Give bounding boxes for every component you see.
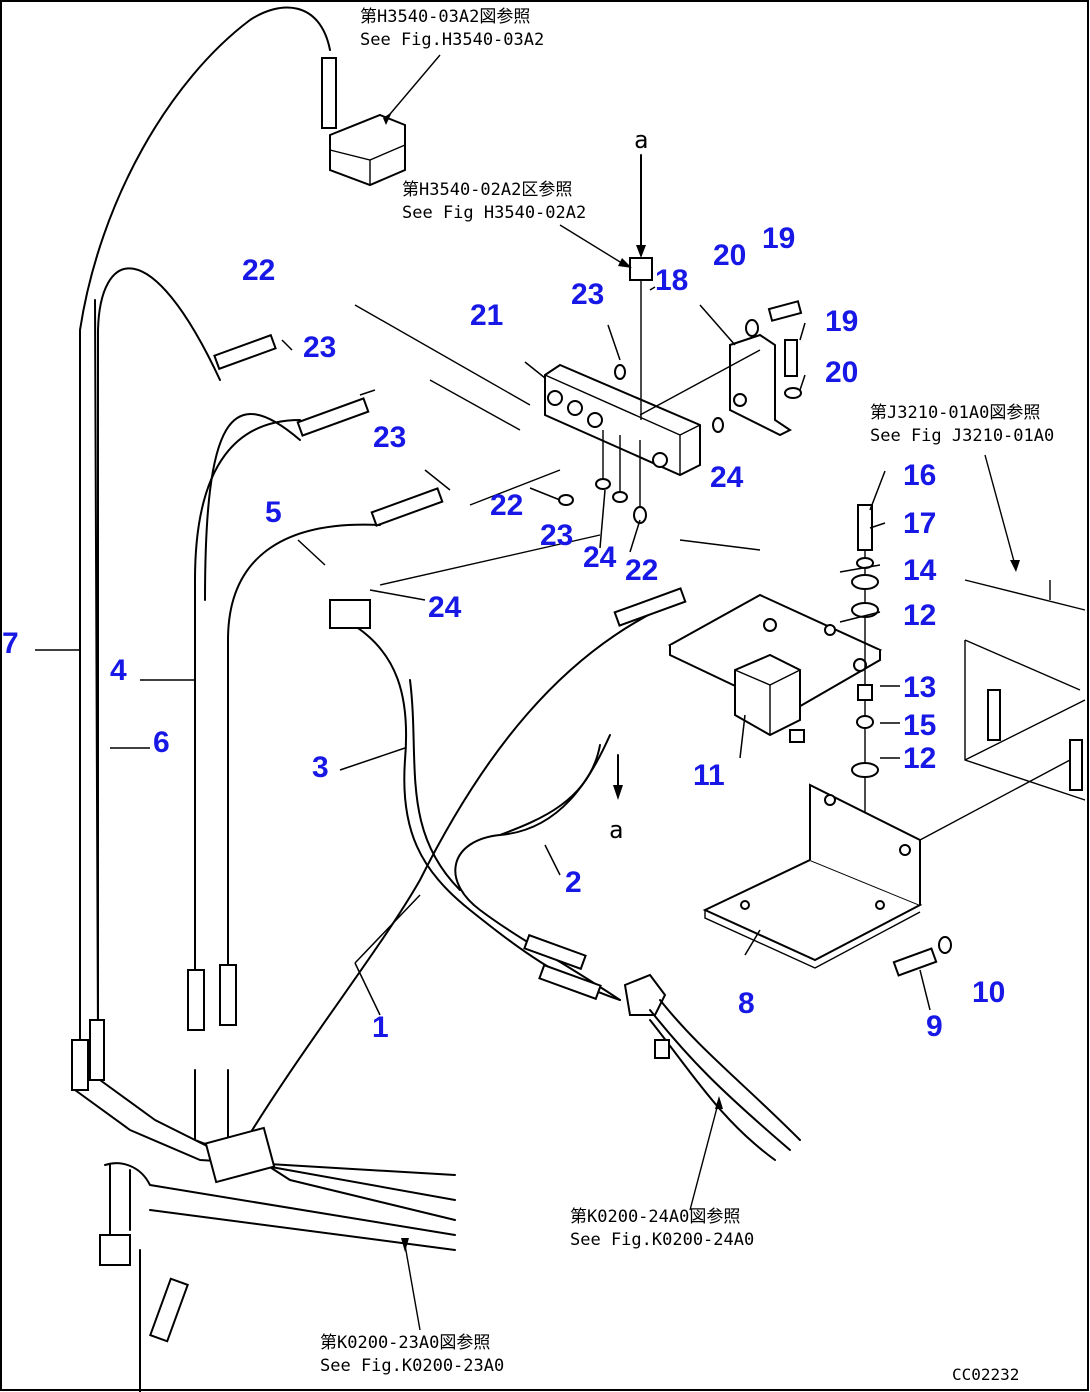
ref-h3540-03a2: 第H3540-03A2図参照 See Fig.H3540-03A2 bbox=[360, 7, 544, 50]
svg-text:第K0200-23A0図参照: 第K0200-23A0図参照 bbox=[320, 1333, 490, 1353]
lower-valve-block bbox=[204, 1126, 276, 1184]
part-label: 23 bbox=[303, 331, 336, 364]
svg-text:See Fig.K0200-24A0: See Fig.K0200-24A0 bbox=[570, 1230, 754, 1250]
lower-fitting-6 bbox=[89, 1019, 105, 1081]
spacer-15 bbox=[856, 715, 874, 729]
part-label: 16 bbox=[903, 459, 936, 492]
part-label: 19 bbox=[825, 305, 858, 338]
spacer-13 bbox=[857, 684, 873, 701]
lower-bottom-fitting bbox=[149, 1277, 189, 1343]
svg-text:第J3210-01A0図参照: 第J3210-01A0図参照 bbox=[870, 403, 1040, 423]
part-label: 4 bbox=[110, 654, 127, 687]
washer-20-upper bbox=[745, 319, 759, 337]
hose-4 bbox=[194, 419, 301, 971]
svg-text:See Fig.H3540-03A2: See Fig.H3540-03A2 bbox=[360, 30, 544, 50]
part-label: 24 bbox=[428, 591, 462, 624]
washer-12-top bbox=[851, 602, 879, 618]
fitting-22-hose bbox=[213, 333, 277, 371]
ref-j3210-01a0: 第J3210-01A0図参照 See Fig J3210-01A0 bbox=[870, 403, 1054, 446]
part-label: 21 bbox=[470, 299, 503, 332]
part-label: 23 bbox=[540, 519, 573, 552]
hose-6 bbox=[97, 267, 221, 1041]
top-fitting bbox=[321, 57, 337, 129]
fitting-22b-hose bbox=[613, 587, 687, 627]
part-label: 20 bbox=[713, 239, 746, 272]
part-label: 22 bbox=[625, 554, 658, 587]
upper-bracket bbox=[729, 333, 792, 437]
part-label: 19 bbox=[762, 222, 795, 255]
part-label: 6 bbox=[153, 726, 170, 759]
fitting-23b-hose bbox=[370, 487, 444, 527]
cab-frame bbox=[919, 579, 1086, 841]
lower-fitting-7 bbox=[71, 1039, 89, 1091]
part-number-labels: 1 2 3 4 5 6 7 8 9 10 11 12 12 13 14 15 1… bbox=[2, 222, 1005, 1044]
svg-text:See Fig.K0200-23A0: See Fig.K0200-23A0 bbox=[320, 1356, 504, 1376]
manifold-block bbox=[544, 363, 701, 477]
fitting-23-hose bbox=[296, 397, 370, 437]
svg-text:See Fig H3540-02A2: See Fig H3540-02A2 bbox=[402, 203, 586, 223]
washer-12-bottom bbox=[851, 762, 879, 778]
lower-valve bbox=[623, 973, 667, 1016]
hose-5 bbox=[227, 523, 381, 966]
part-label: 7 bbox=[2, 627, 19, 660]
hose-1 bbox=[239, 599, 681, 1151]
washer-14 bbox=[851, 574, 879, 590]
part-label: 5 bbox=[265, 496, 282, 529]
part-label: 8 bbox=[738, 987, 755, 1020]
ref-k0200-24a0: 第K0200-24A0図参照 See Fig.K0200-24A0 bbox=[570, 1207, 754, 1250]
part-label: 9 bbox=[926, 1010, 943, 1043]
svg-text:See Fig J3210-01A0: See Fig J3210-01A0 bbox=[870, 426, 1054, 446]
bolt-9 bbox=[892, 947, 938, 977]
ref-k0200-23a0: 第K0200-23A0図参照 See Fig.K0200-23A0 bbox=[320, 1333, 504, 1376]
hose-fitting-lower-2 bbox=[538, 963, 602, 1001]
part-label: 18 bbox=[655, 264, 688, 297]
part-label: 22 bbox=[242, 254, 275, 287]
part-label: 1 bbox=[372, 1011, 389, 1044]
part-label: 23 bbox=[373, 421, 406, 454]
bolt-19-upper bbox=[767, 300, 803, 322]
part-label: 15 bbox=[903, 709, 936, 742]
view-mark-a-top: a bbox=[634, 126, 648, 154]
part-label: 14 bbox=[903, 554, 937, 587]
part-label: 20 bbox=[825, 356, 858, 389]
part-label: 11 bbox=[693, 759, 725, 792]
part-label: 17 bbox=[903, 507, 936, 540]
lower-fitting-5 bbox=[219, 964, 237, 1026]
hose-3 bbox=[344, 619, 621, 1001]
part-label: 24 bbox=[710, 461, 744, 494]
view-mark-a-bottom: a bbox=[609, 816, 623, 844]
part-label: 12 bbox=[903, 742, 936, 775]
hose-fitting-lower-1 bbox=[523, 933, 587, 971]
washer-20-lower bbox=[784, 387, 802, 399]
svg-text:第H3540-02A2区参照: 第H3540-02A2区参照 bbox=[402, 180, 572, 200]
ref-h3540-02a2: 第H3540-02A2区参照 See Fig H3540-02A2 bbox=[402, 180, 586, 223]
part-label: 10 bbox=[972, 976, 1005, 1009]
svg-text:第H3540-03A2図参照: 第H3540-03A2図参照 bbox=[360, 7, 530, 27]
hose-7 bbox=[79, 6, 331, 1051]
drawing-code: CC02232 bbox=[952, 1365, 1019, 1384]
part-label: 12 bbox=[903, 599, 936, 632]
part-label: 13 bbox=[903, 671, 936, 704]
lower-bottom-block bbox=[99, 1234, 131, 1266]
part-label: 2 bbox=[565, 866, 582, 899]
part-label: 24 bbox=[583, 541, 617, 574]
washer-10 bbox=[938, 936, 952, 954]
top-valve-block bbox=[329, 113, 406, 187]
part-label: 23 bbox=[571, 278, 604, 311]
svg-text:第K0200-24A0図参照: 第K0200-24A0図参照 bbox=[570, 1207, 740, 1227]
lower-fitting-4 bbox=[187, 969, 205, 1031]
fitting-24-hose bbox=[329, 599, 371, 629]
lower-hose-bundle bbox=[74, 1039, 456, 1221]
part-label: 3 bbox=[312, 751, 329, 784]
part-label: 22 bbox=[490, 489, 523, 522]
bolt-19-lower bbox=[784, 339, 798, 377]
fitting-18 bbox=[629, 257, 653, 281]
